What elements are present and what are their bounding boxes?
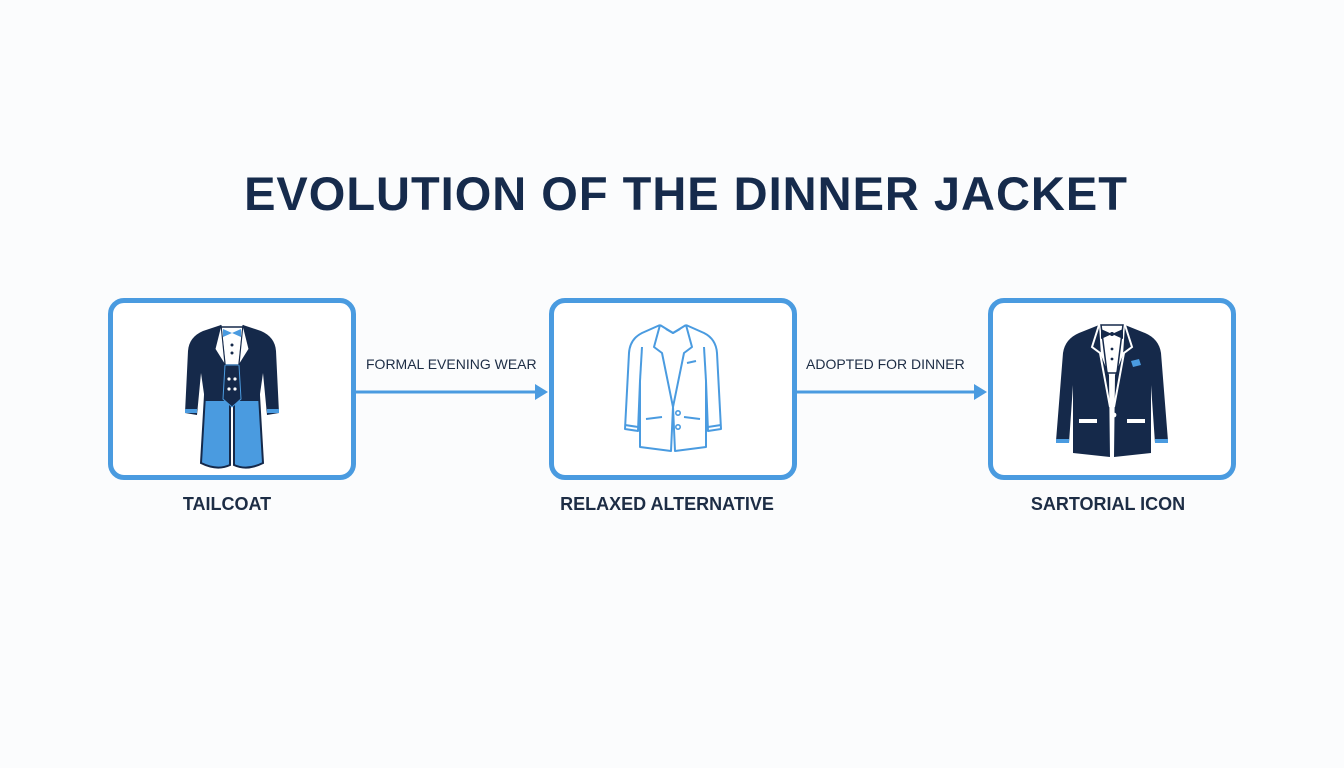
diagram-title: EVOLUTION OF THE DINNER JACKET [244,167,1128,220]
stage-label-tailcoat: TAILCOAT [182,494,272,514]
tuxedo-jacket-icon [1056,324,1168,457]
connector-label-2: ADOPTED FOR DINNER [806,356,965,372]
tailcoat-icon [185,324,279,469]
stage-box-tailcoat [108,298,356,480]
stage-box-sartorial-icon [988,298,1236,480]
stage-label-relaxed-alternative: RELAXED ALTERNATIVE [560,494,774,514]
stage-box-relaxed-alternative [549,298,797,480]
connector-arrow-1 [353,380,549,404]
stage-label-sartorial-icon: SARTORIAL ICON [1030,494,1186,514]
connector-arrow-2 [792,380,988,404]
connector-label-1: FORMAL EVENING WEAR [366,356,537,372]
lounge-jacket-outline-icon [624,324,722,452]
